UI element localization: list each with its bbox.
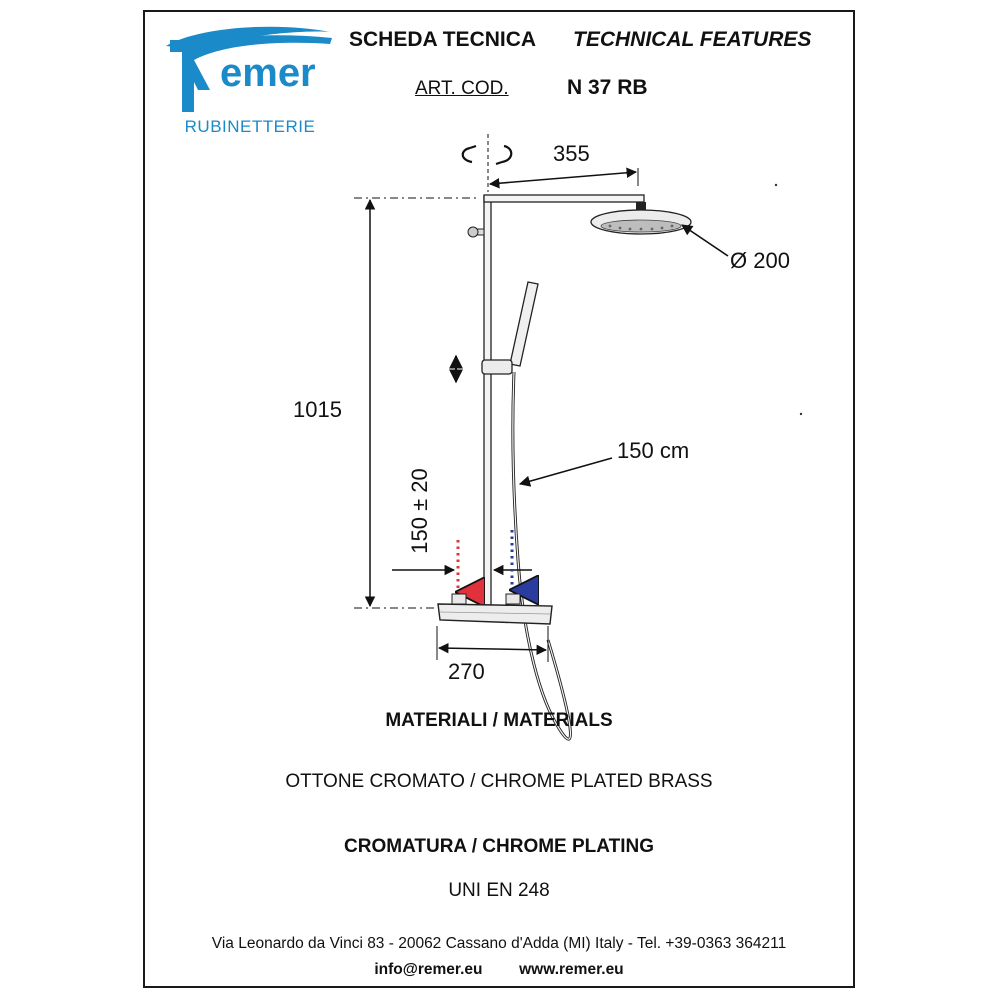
hose-length-label: 150 cm <box>617 438 690 463</box>
shower-column <box>467 194 645 607</box>
mixer-width-label: 270 <box>448 659 485 684</box>
plating-heading: CROMATURA / CHROME PLATING <box>344 836 654 857</box>
shower-hose <box>511 371 572 741</box>
article-code-label: ART. COD. <box>415 78 509 99</box>
svg-text:emer: emer <box>220 51 316 95</box>
website-link[interactable]: www.remer.eu <box>519 961 624 978</box>
hose-leader <box>518 457 613 487</box>
title-italian: SCHEDA TECNICA <box>349 28 537 51</box>
inlet-centers-label: 150 ± 20 <box>407 468 432 554</box>
rotation-icon <box>461 144 513 166</box>
materials-value: OTTONE CROMATO / CHROME PLATED BRASS <box>285 771 713 792</box>
shower-head <box>590 202 692 235</box>
hand-shower <box>481 281 539 375</box>
arm-length-label: 355 <box>553 141 590 166</box>
company-address: Via Leonardo da Vinci 83 - 20062 Cassano… <box>211 935 787 952</box>
materials-heading: MATERIALI / MATERIALS <box>385 710 613 731</box>
brand-subtitle: RUBINETTERIE <box>184 117 316 136</box>
title-english: TECHNICAL FEATURES <box>573 28 812 51</box>
article-code-value: N 37 RB <box>567 76 648 99</box>
mixer-width-dimension-line <box>437 642 548 656</box>
email-link[interactable]: info@remer.eu <box>374 961 483 978</box>
technical-sheet-frame <box>143 10 855 988</box>
contact-line: info@remer.eu www.remer.eu <box>143 961 855 979</box>
remer-logo: emer <box>166 26 332 112</box>
thermostatic-mixer <box>437 593 553 625</box>
head-diameter-label: Ø 200 <box>730 248 790 273</box>
arm-dimension-line <box>488 167 638 189</box>
total-height-label: 1015 <box>293 397 342 422</box>
diameter-leader <box>681 224 729 257</box>
plating-value: UNI EN 248 <box>448 880 550 901</box>
